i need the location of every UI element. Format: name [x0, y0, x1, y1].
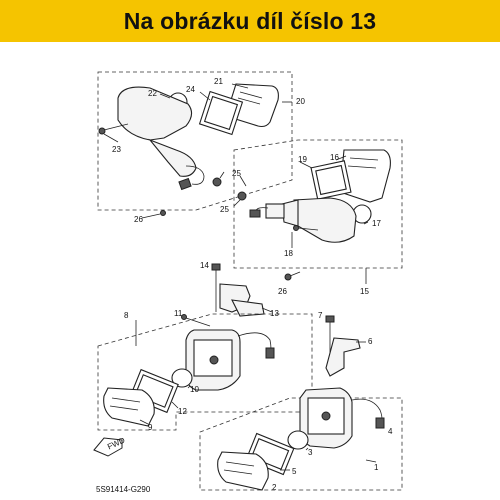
- bulb-10: [171, 368, 193, 388]
- title-banner: Na obrázku díl číslo 13: [0, 0, 500, 42]
- nut-25: [212, 177, 222, 187]
- callout-26b: 26: [278, 287, 287, 296]
- housing-15: [293, 197, 357, 243]
- callout-6: 6: [368, 337, 373, 346]
- bracket-13: [211, 263, 273, 317]
- callout-12: 12: [178, 407, 187, 416]
- callout-19: 19: [298, 155, 307, 164]
- callout-22: 22: [148, 89, 157, 98]
- assembly-8: [97, 313, 313, 431]
- assembly-1: [199, 387, 403, 491]
- callout-5: 5: [292, 467, 297, 476]
- assembly-1-outline: [199, 397, 403, 491]
- housing-20: [117, 86, 193, 141]
- assembly-15: [233, 139, 403, 284]
- banner-title: Na obrázku díl číslo 13: [123, 7, 377, 34]
- assembly-15-outline: [233, 139, 403, 269]
- callout-2: 2: [272, 483, 277, 492]
- nut-25b: [237, 191, 247, 201]
- diagram-code: 5S91414-G290: [96, 485, 151, 494]
- callout-21: 21: [214, 77, 223, 86]
- fwd-arrow: FWD: [93, 436, 127, 457]
- assembly-8-outline: [97, 313, 313, 431]
- callout-23: 23: [112, 145, 121, 154]
- callout-14: 14: [200, 261, 209, 270]
- lens-2: [217, 451, 269, 491]
- callout-4: 4: [388, 427, 393, 436]
- lens-21: [225, 83, 279, 128]
- callout-10: 10: [190, 385, 199, 394]
- callout-11: 11: [174, 309, 183, 318]
- callout-16: 16: [330, 153, 339, 162]
- callout-17: 17: [372, 219, 381, 228]
- callout-9: 9: [148, 423, 153, 432]
- callout-18: 18: [284, 249, 293, 258]
- callout-15: 15: [360, 287, 369, 296]
- lens-16: [339, 149, 391, 203]
- callout-1: 1: [374, 463, 379, 472]
- callout-7: 7: [318, 311, 323, 320]
- callout-24: 24: [186, 85, 195, 94]
- callout-3: 3: [308, 448, 313, 457]
- lens-9: [103, 387, 155, 427]
- callout-20: 20: [296, 97, 305, 106]
- bulb-3: [287, 430, 309, 450]
- assembly-20: [97, 71, 293, 219]
- callout-8: 8: [124, 311, 129, 320]
- callout-25b: 25: [220, 205, 229, 214]
- bracket-6: [325, 315, 366, 377]
- callout-26a: 26: [134, 215, 143, 224]
- callout-25a: 25: [232, 169, 241, 178]
- callout-13: 13: [270, 309, 279, 318]
